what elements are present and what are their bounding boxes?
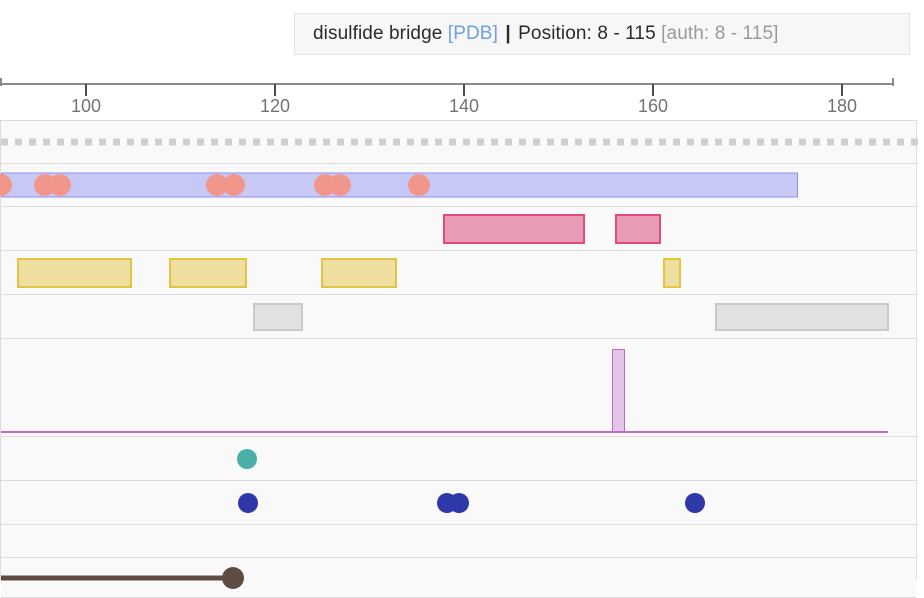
variation-baseline <box>1 431 888 433</box>
feature-box-yellow[interactable] <box>169 257 247 288</box>
point-marker-blue[interactable] <box>685 492 705 513</box>
tooltip-source-link[interactable]: PDB <box>453 23 493 44</box>
axis-start-cap <box>0 78 2 86</box>
axis-tick-label-160: 160 <box>637 96 669 116</box>
track-pink-regions[interactable] <box>1 207 916 251</box>
axis-tick-label-100: 100 <box>70 96 102 116</box>
axis-tick-140 <box>463 84 465 96</box>
track-gray-regions[interactable] <box>1 295 916 339</box>
disulfide-bridge-marker[interactable] <box>408 174 430 196</box>
tooltip-source-bracket-close: ] <box>492 23 498 44</box>
axis-tick-label-120: 120 <box>259 96 291 116</box>
track-yellow-regions[interactable] <box>1 251 916 295</box>
tooltip-separator: | <box>505 23 511 44</box>
track-chain-disulfide[interactable] <box>0 164 916 207</box>
axis-tick-120 <box>274 84 276 96</box>
tooltip-source-bracket-open: [ <box>447 23 454 44</box>
point-marker-blue[interactable] <box>449 492 469 513</box>
point-marker-blue[interactable] <box>238 492 258 513</box>
axis-tick-100 <box>85 84 87 96</box>
disulfide-bridge-marker[interactable] <box>329 174 351 196</box>
feature-box-gray[interactable] <box>253 302 303 331</box>
sequence-dots <box>1 138 924 146</box>
feature-box-gray[interactable] <box>715 302 889 331</box>
axis-tick-label-180: 180 <box>826 96 858 116</box>
range-end-knob[interactable] <box>222 566 244 589</box>
chain-bar[interactable] <box>1 172 798 198</box>
axis-end-cap <box>892 78 894 86</box>
axis-tick-180 <box>841 84 843 96</box>
track-teal-points[interactable] <box>1 437 916 481</box>
feature-tooltip: disulfide bridge [PDB] | Position: 8 - 1… <box>294 13 910 55</box>
track-sequence-dots[interactable] <box>1 120 924 164</box>
track-blue-points[interactable] <box>1 481 916 525</box>
disulfide-bridge-marker[interactable] <box>206 174 228 196</box>
disulfide-bridge-marker[interactable] <box>0 174 12 196</box>
tooltip-position-label: Position: <box>518 23 592 44</box>
feature-box-pink[interactable] <box>615 213 661 244</box>
tooltip-feature-type: disulfide bridge <box>313 23 443 44</box>
track-empty-row[interactable] <box>1 525 916 558</box>
range-line[interactable] <box>1 575 233 580</box>
axis-tick-160 <box>652 84 654 96</box>
feature-box-yellow[interactable] <box>17 257 132 288</box>
feature-box-yellow[interactable] <box>321 257 397 288</box>
tooltip-position-range: 8 - 115 <box>597 23 656 44</box>
variation-spike[interactable] <box>612 349 625 432</box>
feature-box-pink[interactable] <box>443 213 585 244</box>
position-axis[interactable]: 100 120 140 160 180 <box>0 78 924 120</box>
axis-tick-label-140: 140 <box>448 96 480 116</box>
axis-line <box>0 83 894 85</box>
feature-tracks-panel[interactable] <box>0 120 924 598</box>
disulfide-bridge-marker[interactable] <box>223 174 245 196</box>
tooltip-auth-range: [auth: 8 - 115] <box>661 23 779 44</box>
disulfide-bridge-marker[interactable] <box>49 174 71 196</box>
point-marker-teal[interactable] <box>237 448 257 469</box>
feature-box-yellow[interactable] <box>663 257 681 288</box>
track-variation-spike[interactable] <box>1 339 916 437</box>
track-brown-range[interactable] <box>1 558 916 598</box>
